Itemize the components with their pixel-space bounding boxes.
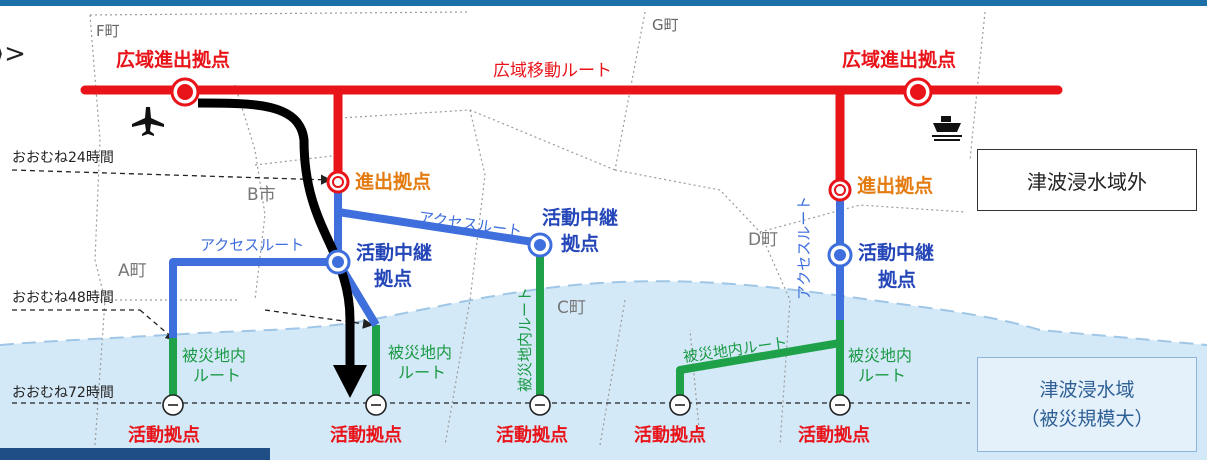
- legend-outside-zone: 津波浸水域外: [977, 149, 1197, 211]
- wide-route-label: 広域移動ルート: [493, 61, 612, 81]
- tsunami-boundary: [0, 280, 1207, 346]
- relay-base-right: [827, 242, 853, 268]
- relay-base-left-label-2: 拠点: [374, 267, 412, 290]
- wide-area-base-left: [170, 77, 200, 107]
- disaster-route-b-label-1: 被災地内: [388, 343, 452, 362]
- ship-icon: [932, 116, 962, 141]
- relay-base-left-label-1: 活動中継: [356, 241, 432, 264]
- footer-accent-bar: [0, 448, 270, 460]
- activity-base-1-label: 活動拠点: [128, 424, 200, 446]
- legend-inside-label-2: （被災規模大）: [1020, 407, 1154, 430]
- header-fragment: ⟩>: [0, 39, 26, 69]
- advance-base-right-label: 進出拠点: [857, 174, 933, 197]
- town-g-label: G町: [652, 16, 679, 34]
- wide-area-base-right: [903, 77, 933, 107]
- access-route-label-d: アクセスルート: [795, 196, 813, 300]
- disaster-route-d-label-1: 被災地内: [848, 346, 912, 365]
- advance-base-right: [828, 178, 852, 202]
- access-route-a: [169, 258, 338, 338]
- disaster-route-a-label-2: ルート: [193, 366, 241, 385]
- disaster-route-c-label: 被災地内ルート: [516, 287, 534, 392]
- activity-base-4-label: 活動拠点: [634, 424, 706, 446]
- relay-base-right-label-2: 拠点: [878, 268, 916, 291]
- advance-base-left: [326, 170, 350, 194]
- wide-base-left-label: 広域進出拠点: [116, 48, 230, 71]
- town-f-label: F町: [96, 22, 120, 40]
- disaster-route-d-label-2: ルート: [858, 366, 906, 385]
- header-accent-bar: [0, 0, 1207, 6]
- airplane-icon: [132, 107, 164, 136]
- relay-base-left: [325, 249, 351, 275]
- advance-base-left-label: 進出拠点: [355, 170, 431, 193]
- activity-base-2-label: 活動拠点: [330, 424, 402, 446]
- relay-base-right-label-1: 活動中継: [858, 241, 934, 264]
- relay-base-center-label-2: 拠点: [561, 232, 599, 255]
- hour-72-label: おおむね72時間: [12, 385, 114, 401]
- hour-24-label: おおむね24時間: [12, 150, 114, 166]
- town-b-label: B市: [247, 185, 276, 205]
- movement-arrow-head: [333, 365, 367, 398]
- tsunami-zone: [0, 281, 1207, 460]
- disaster-route-b-label-2: ルート: [398, 363, 446, 382]
- activity-base-5-label: 活動拠点: [798, 424, 870, 446]
- town-d-label: D町: [748, 230, 778, 250]
- legend-inside-zone: 津波浸水域 （被災規模大）: [977, 357, 1197, 452]
- town-c-label: C町: [557, 298, 586, 318]
- movement-arrow-line: [197, 98, 355, 370]
- wide-base-right-label: 広域進出拠点: [842, 48, 956, 71]
- disaster-routes: [169, 248, 844, 403]
- activity-base-3-label: 活動拠点: [496, 424, 568, 446]
- disaster-route-e: [676, 339, 841, 403]
- hour-48-label: おおむね48時間: [12, 290, 114, 306]
- legend-outside-label: 津波浸水域外: [1027, 169, 1147, 194]
- access-route-label-a: アクセスルート: [200, 236, 304, 254]
- town-a-label: A町: [118, 261, 147, 281]
- relay-base-center-label-1: 活動中継: [542, 206, 618, 229]
- access-route-c: [337, 208, 541, 247]
- disaster-route-a-label-1: 被災地内: [182, 346, 246, 365]
- relay-base-center: [527, 232, 553, 258]
- wide-area-route: [80, 85, 1063, 195]
- legend-inside-label-1: 津波浸水域: [1039, 379, 1135, 401]
